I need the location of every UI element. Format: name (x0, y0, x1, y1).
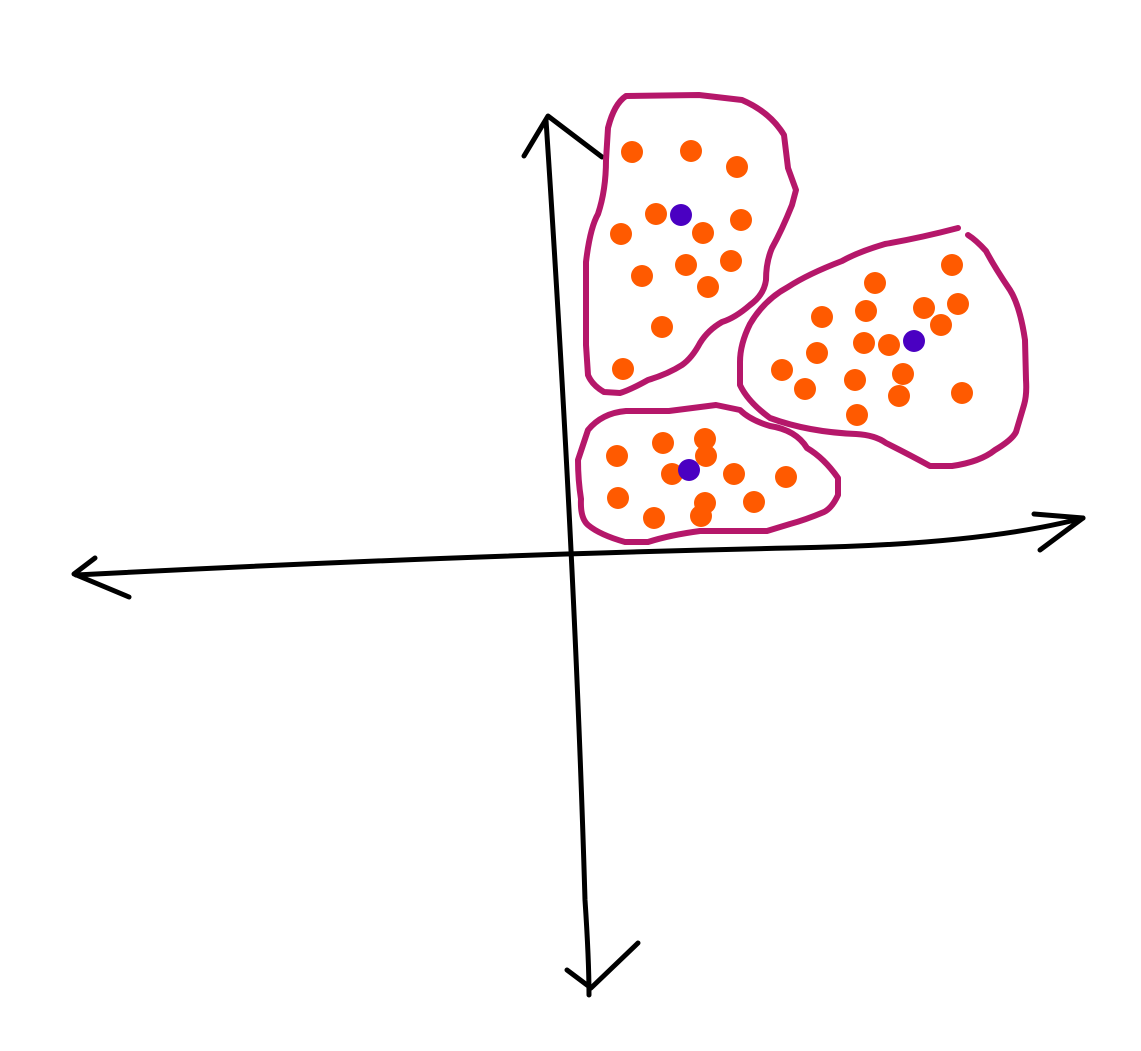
data-point-top-left (730, 209, 752, 231)
cluster-outline-right (737, 225, 1030, 469)
data-point-right (855, 300, 877, 322)
centroid-bottom (678, 459, 700, 481)
data-point-right (844, 369, 866, 391)
vertical-axis (543, 117, 592, 998)
data-point-right (846, 404, 868, 426)
cluster-outlines (575, 92, 1030, 545)
data-point-top-left (680, 140, 702, 162)
data-point-right (806, 342, 828, 364)
data-point-bottom (723, 463, 745, 485)
centroid-top-left (670, 204, 692, 226)
data-point-right (771, 359, 793, 381)
data-point-top-left (697, 276, 719, 298)
data-point-bottom (643, 507, 665, 529)
data-point-right (951, 382, 973, 404)
data-points (606, 140, 973, 529)
data-point-right (892, 363, 914, 385)
arrowhead-down (564, 940, 641, 991)
cluster-outline-bottom (575, 402, 841, 545)
data-point-bottom (694, 428, 716, 450)
data-point-top-left (726, 156, 748, 178)
data-point-right (913, 297, 935, 319)
data-point-top-left (692, 222, 714, 244)
data-point-top-left (610, 223, 632, 245)
arrowhead-right (1031, 511, 1086, 553)
data-point-right (811, 306, 833, 328)
data-point-right (888, 385, 910, 407)
data-point-bottom (652, 432, 674, 454)
axes (71, 113, 1086, 998)
centroids (670, 204, 925, 481)
data-point-right (930, 314, 952, 336)
data-point-bottom (775, 466, 797, 488)
data-point-bottom (606, 445, 628, 467)
data-point-right (878, 334, 900, 356)
data-point-right (864, 272, 886, 294)
data-point-right (853, 332, 875, 354)
data-point-right (941, 254, 963, 276)
arrowhead-up (521, 113, 605, 160)
data-point-top-left (631, 265, 653, 287)
data-point-bottom (743, 491, 765, 513)
data-point-bottom (695, 445, 717, 467)
data-point-top-left (675, 254, 697, 276)
data-point-top-left (621, 141, 643, 163)
data-point-top-left (645, 203, 667, 225)
data-point-bottom (661, 463, 683, 485)
data-point-bottom (607, 487, 629, 509)
centroid-right (903, 330, 925, 352)
data-point-right (794, 378, 816, 400)
data-point-right (947, 293, 969, 315)
data-point-top-left (612, 358, 634, 380)
data-point-top-left (720, 250, 742, 272)
data-point-bottom (690, 505, 712, 527)
cluster-outline-top-left (583, 92, 799, 396)
data-point-top-left (651, 316, 673, 338)
arrowhead-left (71, 555, 132, 600)
horizontal-axis (73, 515, 1086, 578)
